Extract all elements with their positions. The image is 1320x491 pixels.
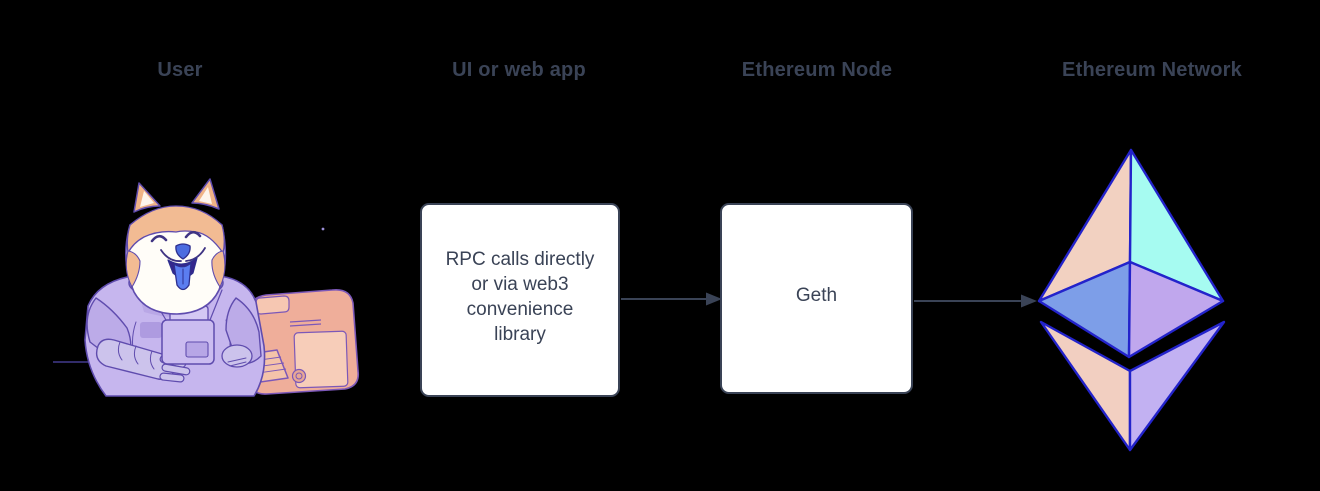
retro-computer-icon — [202, 288, 360, 395]
doge-user-illustration-icon — [53, 178, 360, 397]
node-text-rpc-calls: RPC calls directly or via web3 convenien… — [445, 248, 595, 346]
node-box-ui-web-app[interactable]: RPC calls directly or via web3 convenien… — [420, 203, 620, 397]
ethereum-logo-icon — [1037, 148, 1226, 452]
node-text-geth: Geth — [795, 284, 838, 306]
doge-astronaut-icon — [84, 178, 266, 397]
arrow-node-to-network — [914, 294, 1037, 308]
star-speck — [321, 227, 325, 231]
keyboard-icon — [202, 349, 289, 390]
column-label-user: User — [157, 59, 203, 81]
node-box-ethereum-node[interactable]: Geth — [720, 203, 913, 394]
arrow-ui-to-node — [621, 292, 722, 306]
column-label-ethereum-network: Ethereum Network — [1062, 59, 1242, 81]
column-label-ethereum-node: Ethereum Node — [741, 59, 893, 81]
column-label-ui-web-app: UI or web app — [452, 59, 586, 81]
